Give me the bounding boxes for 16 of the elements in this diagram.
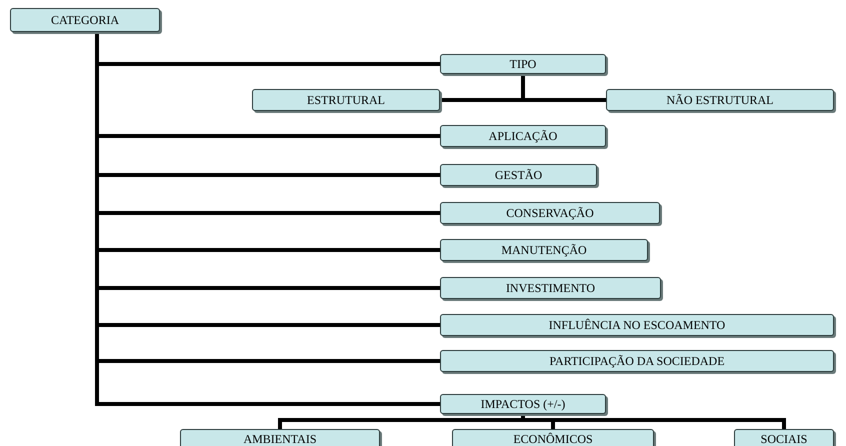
category-box: PARTICIPAÇÃO DA SOCIEDADE (440, 350, 834, 372)
category-box: INVESTIMENTO (440, 277, 661, 299)
category-box: IMPACTOS (+/-) (440, 394, 606, 414)
category-box: TIPO (440, 54, 606, 74)
category-box: GESTÃO (440, 164, 597, 186)
category-box: INFLUÊNCIA NO ESCOAMENTO (440, 314, 834, 336)
connector-line (521, 74, 606, 102)
category-box: CONSERVAÇÃO (440, 202, 660, 224)
category-box: APLICAÇÃO (440, 125, 606, 147)
category-box: MANUTENÇÃO (440, 239, 648, 261)
category-box: AMBIENTAIS (180, 429, 380, 446)
category-box: SOCIAIS (734, 429, 834, 446)
category-box: CATEGORIA (10, 8, 160, 32)
category-box: ECONÔMICOS (452, 429, 654, 446)
category-box: ESTRUTURAL (252, 89, 440, 111)
category-box: NÃO ESTRUTURAL (606, 89, 834, 111)
